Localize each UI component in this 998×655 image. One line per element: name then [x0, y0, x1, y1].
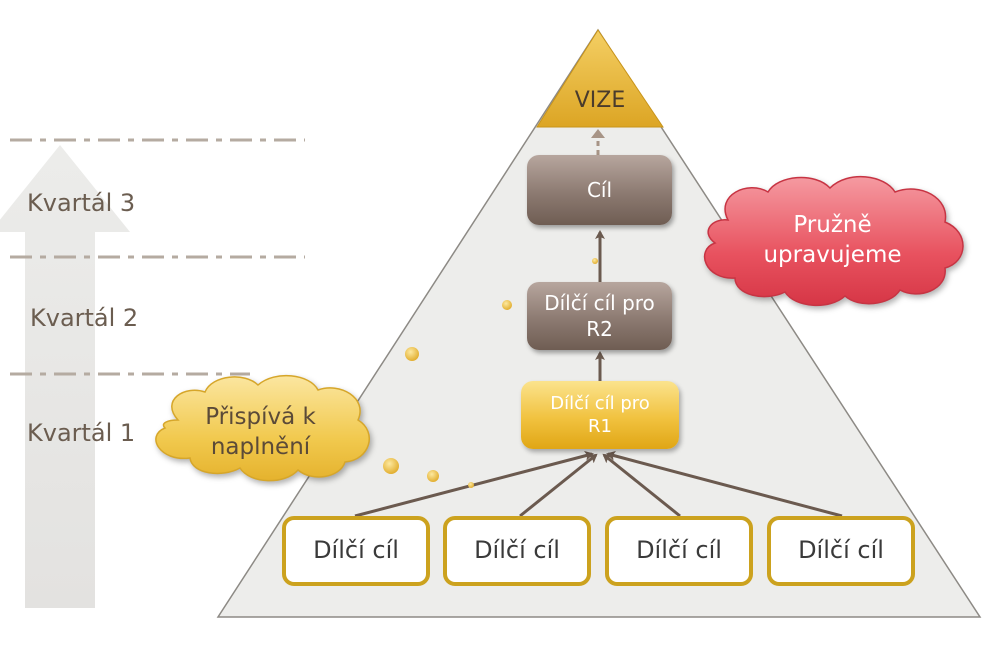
sub-goal-r2-box: Dílčí cíl pro R2 [527, 282, 672, 350]
sub-goal-box-1: Dílčí cíl [282, 516, 430, 586]
bubble [405, 347, 419, 361]
sub-goal-label: Dílčí cíl [474, 536, 560, 565]
sub-goal-box-4: Dílčí cíl [767, 516, 915, 586]
flexible-line1: Pružně [793, 212, 872, 239]
sub-goal-label: Dílčí cíl [798, 536, 884, 565]
sub-goal-box-2: Dílčí cíl [443, 516, 591, 586]
goal-box: Cíl [527, 155, 672, 225]
flexible-line2: upravujeme [763, 242, 902, 268]
contributes-line2: naplnění [210, 434, 311, 460]
bubble [383, 458, 399, 474]
subgoal3-to-r1-arrow [602, 453, 681, 518]
sub-goal-label: Dílčí cíl [313, 536, 399, 565]
subgoal2-to-r1-arrow [519, 453, 598, 518]
quarter-2-label: Kvartál 2 [30, 304, 139, 332]
subgoal4-to-r1-arrow [606, 450, 843, 518]
goal-label: Cíl [586, 178, 613, 202]
thought-bubbles [383, 258, 598, 488]
bubble [427, 470, 439, 482]
sub-goal-r2-line1: Dílčí cíl pro [544, 291, 655, 315]
bubble [592, 258, 598, 264]
sub-goal-r1-line1: Dílčí cíl pro [550, 392, 650, 414]
sub-goal-r1-line2: R1 [588, 416, 612, 437]
sub-goal-box-3: Dílčí cíl [605, 516, 753, 586]
sub-goal-r1-box: Dílčí cíl pro R1 [521, 381, 679, 449]
flexible-cloud-text: Pružně upravujeme [735, 196, 930, 286]
vision-label: VIZE [574, 88, 626, 113]
timeline-arrow [0, 145, 130, 608]
goal-to-vision-arrowhead [591, 129, 605, 138]
contributes-cloud-text: Přispívá k naplnění [168, 393, 353, 473]
bubble [502, 300, 512, 310]
quarter-3-label: Kvartál 3 [27, 189, 136, 217]
bubble [468, 482, 474, 488]
sub-goal-label: Dílčí cíl [636, 536, 722, 565]
contributes-cloud [155, 374, 370, 482]
quarter-1-label: Kvartál 1 [27, 419, 136, 447]
quarter-separators [10, 138, 305, 376]
contributes-line1: Přispívá k [205, 404, 316, 431]
vision-triangle [536, 29, 664, 128]
flexible-cloud [704, 175, 964, 307]
sub-goal-r2-line2: R2 [586, 317, 613, 341]
